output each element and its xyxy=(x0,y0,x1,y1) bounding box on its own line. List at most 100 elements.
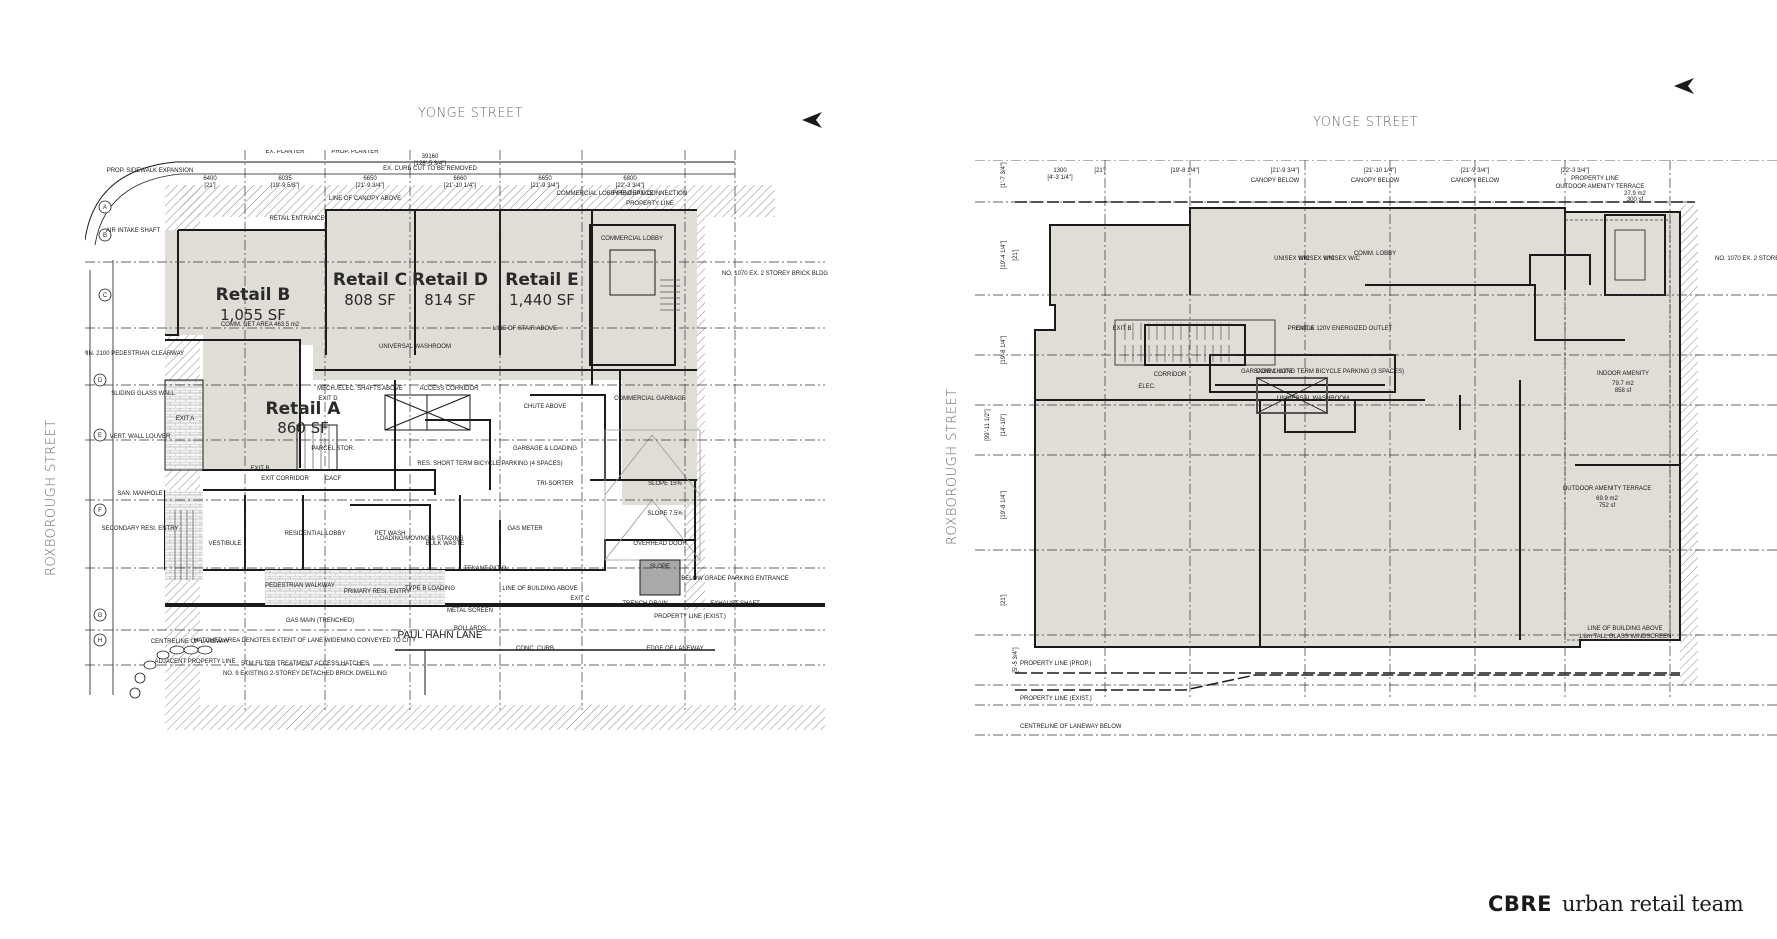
svg-text:GARBAGE & LOADING: GARBAGE & LOADING xyxy=(513,446,577,452)
svg-text:[14'-10"]: [14'-10"] xyxy=(1001,414,1007,436)
street-label-roxborough-left: ROXBOROUGH STREET xyxy=(44,419,59,576)
svg-text:BOLLARDS: BOLLARDS xyxy=(454,626,486,632)
street-label-yonge-left: YONGE STREET xyxy=(418,106,524,121)
svg-text:6650: 6650 xyxy=(363,176,377,182)
svg-text:PROPERTY LINE: PROPERTY LINE xyxy=(626,201,674,207)
retail-b-area: 1,055 SF xyxy=(220,306,286,324)
svg-text:C: C xyxy=(103,293,108,299)
svg-text:69.9 m2: 69.9 m2 xyxy=(1596,496,1618,502)
svg-text:D: D xyxy=(98,378,103,384)
svg-text:PROPERTY LINE (EXIST.): PROPERTY LINE (EXIST.) xyxy=(1020,696,1092,702)
svg-text:UNISEX W/C: UNISEX W/C xyxy=(1274,256,1310,262)
svg-text:COMMERCIAL GARBAGE: COMMERCIAL GARBAGE xyxy=(614,396,686,402)
street-label-roxborough-right: ROXBOROUGH STREET xyxy=(945,388,960,545)
north-arrow-icon xyxy=(802,112,822,128)
svg-text:COMMERCIAL LOBBY ENTRANCE: COMMERCIAL LOBBY ENTRANCE xyxy=(557,191,654,197)
svg-text:NO. 1070 EX. 2 STOREY BRICK BL: NO. 1070 EX. 2 STOREY BRICK BLDG xyxy=(722,271,828,277)
svg-text:SLOPE: SLOPE xyxy=(650,564,670,570)
svg-text:F: F xyxy=(98,508,102,514)
svg-text:39160: 39160 xyxy=(422,154,439,160)
svg-text:A: A xyxy=(103,205,107,211)
svg-text:LINE OF BUILDING ABOVE: LINE OF BUILDING ABOVE xyxy=(1587,626,1662,632)
svg-text:NO. 1070 EX. 2 STOREY BRICK BL: NO. 1070 EX. 2 STOREY BRICK BLDG xyxy=(1715,256,1777,262)
svg-text:EXHAUST SHAFT: EXHAUST SHAFT xyxy=(710,601,760,607)
retail-c-area: 808 SF xyxy=(344,291,396,309)
svg-text:[21'-9 3/4"]: [21'-9 3/4"] xyxy=(531,183,560,189)
svg-text:SECONDARY RESI. ENTRY: SECONDARY RESI. ENTRY xyxy=(101,526,178,532)
svg-text:UNISEX W/C: UNISEX W/C xyxy=(1324,256,1360,262)
svg-text:EXIT C: EXIT C xyxy=(570,596,590,602)
svg-text:[21'-9 3/4"]: [21'-9 3/4"] xyxy=(1271,168,1300,174)
svg-text:CANOPY BELOW: CANOPY BELOW xyxy=(1351,178,1400,184)
svg-text:RETAIL ENTRANCE: RETAIL ENTRANCE xyxy=(269,216,324,222)
ground-floor-plan: A B C D E F G H Retail A 860 SF Retail B… xyxy=(85,150,835,795)
svg-text:6660: 6660 xyxy=(453,176,467,182)
svg-text:G: G xyxy=(98,613,103,619)
svg-text:1.8m TALL GLASS WINDSCREEN: 1.8m TALL GLASS WINDSCREEN xyxy=(1579,634,1672,640)
svg-text:PROP. SIDEWALK EXPANSION: PROP. SIDEWALK EXPANSION xyxy=(107,168,194,174)
svg-text:[21']: [21'] xyxy=(204,183,215,189)
svg-text:EXIT B: EXIT B xyxy=(1113,326,1132,332)
svg-text:CACF: CACF xyxy=(325,476,342,482)
svg-text:752 sf: 752 sf xyxy=(1599,503,1616,509)
svg-text:[19'-8 1/4"]: [19'-8 1/4"] xyxy=(1001,335,1007,364)
svg-text:CORRIDOR: CORRIDOR xyxy=(1154,372,1187,378)
street-label-yonge-right: YONGE STREET xyxy=(1313,115,1419,130)
svg-text:TRI-SORTER: TRI-SORTER xyxy=(537,481,574,487)
svg-text:[1'-7 3/4"]: [1'-7 3/4"] xyxy=(1001,162,1007,188)
retail-e-name: Retail E xyxy=(505,270,578,290)
cbre-logo: CBRE xyxy=(1488,892,1552,916)
svg-text:ACCESS CORRIDOR: ACCESS CORRIDOR xyxy=(419,386,479,392)
svg-text:ELEC.: ELEC. xyxy=(1138,384,1156,390)
svg-text:79.7 m2: 79.7 m2 xyxy=(1612,381,1634,387)
svg-text:BULK WASTE: BULK WASTE xyxy=(426,541,464,547)
svg-text:PROPERTY LINE (EXIST.): PROPERTY LINE (EXIST.) xyxy=(654,614,726,620)
svg-text:BELOW GRADE PARKING ENTRANCE: BELOW GRADE PARKING ENTRANCE xyxy=(681,576,789,582)
retail-c-name: Retail C xyxy=(333,270,407,290)
retail-b-name: Retail B xyxy=(216,285,291,305)
svg-text:PROPERTY LINE (PROP.): PROPERTY LINE (PROP.) xyxy=(1020,661,1091,667)
svg-text:RESIDENTIAL LOBBY: RESIDENTIAL LOBBY xyxy=(285,531,346,537)
lane-widening-hatch xyxy=(165,705,825,730)
svg-text:UNISEX W/C: UNISEX W/C xyxy=(1299,256,1335,262)
svg-text:27.9 m2: 27.9 m2 xyxy=(1624,191,1646,197)
svg-text:LINE OF BUILDING ABOVE: LINE OF BUILDING ABOVE xyxy=(502,586,577,592)
svg-text:RES. SHORT TERM BICYCLE PARKIN: RES. SHORT TERM BICYCLE PARKING (4 SPACE… xyxy=(417,461,562,467)
svg-text:EX. CURB CUT TO BE REMOVED: EX. CURB CUT TO BE REMOVED xyxy=(383,166,477,172)
svg-text:EXIT A: EXIT A xyxy=(176,416,195,422)
svg-text:GAS MAIN (TRENCHED): GAS MAIN (TRENCHED) xyxy=(286,618,354,624)
north-arrow-icon xyxy=(1674,78,1694,94)
svg-text:[21'-10 1/4"]: [21'-10 1/4"] xyxy=(444,183,476,189)
branding: CBRE urban retail team xyxy=(1488,892,1744,916)
svg-text:CANOPY BELOW: CANOPY BELOW xyxy=(1451,178,1500,184)
brand-tagline: urban retail team xyxy=(1561,892,1744,916)
svg-text:[21']: [21'] xyxy=(1001,594,1007,605)
svg-text:ADJACENT PROPERTY LINE: ADJACENT PROPERTY LINE xyxy=(154,659,235,665)
paul-hahn-lane-label: PAUL HAHN LANE xyxy=(397,630,482,641)
svg-text:[99'-11 1/2"]: [99'-11 1/2"] xyxy=(985,409,991,441)
svg-text:[21'-10 1/4"]: [21'-10 1/4"] xyxy=(1364,168,1396,174)
retail-e-area: 1,440 SF xyxy=(509,291,575,309)
svg-text:SLOPE 7.5%: SLOPE 7.5% xyxy=(647,511,683,517)
svg-text:UNIVERSAL WASHROOM: UNIVERSAL WASHROOM xyxy=(379,344,451,350)
svg-text:OVERHEAD DOOR: OVERHEAD DOOR xyxy=(633,541,687,547)
svg-text:SLIDING GLASS WALL: SLIDING GLASS WALL xyxy=(111,391,175,397)
retail-d-name: Retail D xyxy=(412,270,488,290)
second-floor-plan: 1300 [4'-3 1/4"] [21'] [19'-8 1/4"] [21'… xyxy=(975,160,1777,760)
svg-text:[22'-3 3/4"]: [22'-3 3/4"] xyxy=(1561,168,1590,174)
svg-text:INDOOR AMENITY: INDOOR AMENITY xyxy=(1597,371,1649,377)
svg-text:PRIMARY RESI. ENTRY: PRIMARY RESI. ENTRY xyxy=(344,589,410,595)
svg-text:METAL SCREEN: METAL SCREEN xyxy=(447,608,493,614)
svg-text:OUTDOOR AMENITY TERRACE: OUTDOOR AMENITY TERRACE xyxy=(1563,486,1652,492)
svg-text:CHUTE ABOVE: CHUTE ABOVE xyxy=(524,404,567,410)
svg-text:VESTIBULE: VESTIBULE xyxy=(208,541,241,547)
svg-text:GARBAGE CHUTE: GARBAGE CHUTE xyxy=(1241,369,1293,375)
second-floor-area xyxy=(1034,207,1681,648)
retail-d-area: 814 SF xyxy=(424,291,476,309)
svg-text:1300: 1300 xyxy=(1053,168,1067,174)
svg-text:TENANT PATIO: TENANT PATIO xyxy=(464,566,507,572)
svg-text:[22'-3 3/4"]: [22'-3 3/4"] xyxy=(616,183,645,189)
svg-text:LOADING/MOVING & STAGING: LOADING/MOVING & STAGING xyxy=(377,536,464,542)
svg-text:AIR INTAKE SHAFT: AIR INTAKE SHAFT xyxy=(106,228,161,234)
svg-text:6400: 6400 xyxy=(203,176,217,182)
